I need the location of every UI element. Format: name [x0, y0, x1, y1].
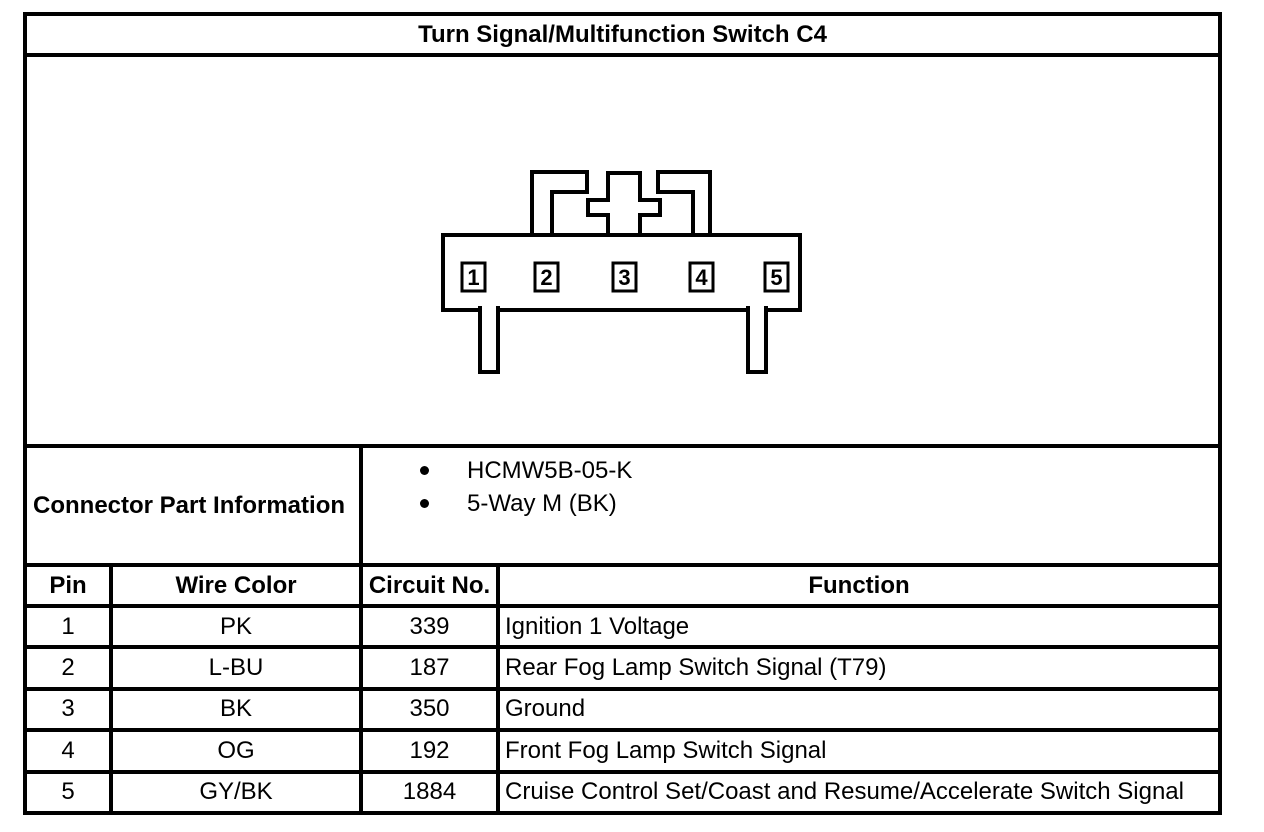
pin-box-1 [460, 261, 487, 293]
pin-number: 2 [540, 265, 552, 290]
part-info-values: HCMW5B-05-K 5-Way M (BK) [363, 448, 1218, 563]
pin-box-5 [763, 261, 790, 293]
cell-function: Front Fog Lamp Switch Signal [500, 732, 1218, 770]
keying-tab-left [530, 170, 589, 237]
mounting-leg-right [746, 306, 768, 374]
part-info-bullet-item: HCMW5B-05-K [363, 454, 1218, 487]
cell-wire-color: L-BU [113, 649, 359, 687]
mounting-leg-left [478, 306, 500, 374]
bullet-icon [420, 466, 429, 475]
cell-circuit-no: 192 [363, 732, 496, 770]
col-header-wire-color: Wire Color [113, 567, 359, 604]
connector-sheet: Turn Signal/Multifunction Switch C4 1 [23, 12, 1222, 815]
pin-box-2 [533, 261, 560, 293]
cell-pin: 1 [27, 608, 109, 646]
col-header-pin: Pin [27, 567, 109, 604]
cell-function: Ground [500, 690, 1218, 729]
cell-pin: 2 [27, 649, 109, 687]
keying-cross [586, 171, 662, 237]
cell-function: Cruise Control Set/Coast and Resume/Acce… [500, 773, 1218, 811]
cell-pin: 5 [27, 773, 109, 811]
connector-diagram-cell: 1 2 3 4 5 [27, 57, 1218, 444]
cell-circuit-no: 1884 [363, 773, 496, 811]
cell-wire-color: PK [113, 608, 359, 646]
cell-pin: 3 [27, 690, 109, 729]
part-number: HCMW5B-05-K [467, 456, 633, 484]
cell-wire-color: GY/BK [113, 773, 359, 811]
pin-box-4 [688, 261, 715, 293]
keying-tab-right [656, 170, 712, 237]
part-description: 5-Way M (BK) [467, 489, 617, 517]
page-title: Turn Signal/Multifunction Switch C4 [27, 16, 1218, 53]
cell-wire-color: OG [113, 732, 359, 770]
col-header-circuit-no: Circuit No. [363, 567, 496, 604]
cell-circuit-no: 339 [363, 608, 496, 646]
cell-wire-color: BK [113, 690, 359, 729]
pin-number: 3 [618, 265, 630, 290]
part-info-label: Connector Part Information [27, 448, 359, 563]
pin-number: 4 [695, 265, 708, 290]
part-info-bullet-item: 5-Way M (BK) [363, 487, 1218, 520]
pin-number: 1 [467, 265, 479, 290]
cell-function: Ignition 1 Voltage [500, 608, 1218, 646]
pin-box-3 [611, 261, 638, 293]
cell-circuit-no: 350 [363, 690, 496, 729]
col-header-function: Function [500, 567, 1218, 604]
pin-number: 5 [770, 265, 782, 290]
connector-diagram: 1 2 3 4 5 [441, 170, 802, 374]
cell-function: Rear Fog Lamp Switch Signal (T79) [500, 649, 1218, 687]
cell-pin: 4 [27, 732, 109, 770]
cell-circuit-no: 187 [363, 649, 496, 687]
bullet-icon [420, 499, 429, 508]
